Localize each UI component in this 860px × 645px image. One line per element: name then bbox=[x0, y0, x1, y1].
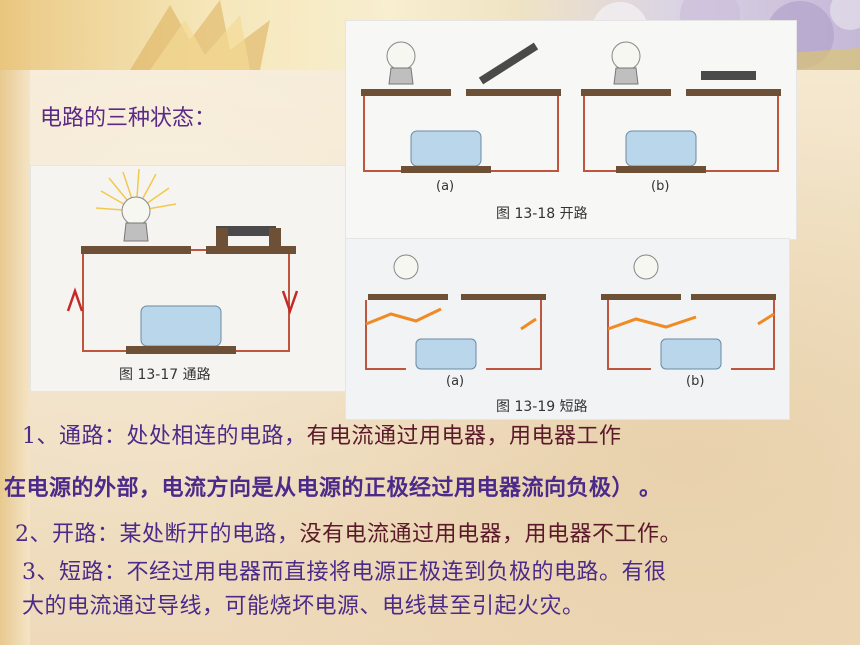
figure-caption-13-17: 图 13-17 通路 bbox=[119, 367, 211, 383]
short-circuit-a bbox=[365, 254, 546, 370]
closed-circuit-diagram bbox=[66, 168, 299, 354]
current-up-arrow bbox=[66, 287, 84, 312]
fire-icon bbox=[607, 312, 775, 331]
short-circuit-b bbox=[601, 254, 776, 370]
closed-circuit-definition: 1、通路：处处相连的电路， bbox=[22, 424, 307, 449]
text-line-short-circuit-1: 3、短路：不经过用电器而直接将电源正极连到负极的电路。有很 bbox=[22, 560, 667, 585]
current-down-arrow bbox=[281, 290, 299, 315]
current-direction-text: 在电源的外部，电流方向是从电源的正极经过用电器流向负极） bbox=[4, 475, 624, 501]
leaf-decoration bbox=[130, 0, 270, 70]
text-line-open-circuit: 2、开路：某处断开的电路，没有电流通过用电器，用电器不工作。 bbox=[15, 516, 682, 548]
sub-label-b: (b) bbox=[651, 179, 670, 194]
open-circuit-a bbox=[361, 41, 561, 173]
wire-left bbox=[82, 254, 126, 352]
text-line-short-circuit-2: 大的电流通过导线，可能烧坏电源、电线甚至引起火灾。 bbox=[22, 594, 585, 619]
wire-right bbox=[236, 254, 290, 352]
short-circuit-diagram bbox=[365, 254, 776, 370]
left-decorative-strip bbox=[0, 0, 30, 645]
open-switch-lever bbox=[478, 42, 539, 85]
fire-icon bbox=[365, 307, 537, 331]
text-line-closed-circuit: 1、通路：处处相连的电路，有电流通过用电器，用电器工作 bbox=[22, 418, 622, 450]
bulb-icon bbox=[121, 196, 151, 242]
open-circuit-effect: 没有电流通过用电器，用电器不工作。 bbox=[299, 522, 683, 547]
figure-caption-13-19: 图 13-19 短路 bbox=[496, 399, 588, 415]
figure-open-circuit: (a) (b) 图 13-18 开路 bbox=[345, 20, 797, 240]
text-line-current-direction: 在电源的外部，电流方向是从电源的正极经过用电器流向负极） 。 bbox=[4, 470, 662, 502]
battery-icon bbox=[126, 305, 236, 354]
sub-label-b: (b) bbox=[686, 374, 705, 389]
switch-icon bbox=[206, 226, 296, 254]
sub-label-a: (a) bbox=[436, 179, 455, 194]
open-circuit-b bbox=[581, 41, 781, 173]
page-heading: 电路的三种状态： bbox=[40, 106, 217, 131]
closed-circuit-effect: 有电流通过用电器，用电器工作 bbox=[306, 424, 622, 449]
open-circuit-diagram bbox=[361, 41, 781, 173]
figure-closed-circuit: 图 13-17 通路 bbox=[30, 165, 352, 392]
bulb-base bbox=[81, 246, 191, 254]
open-circuit-definition: 2、开路：某处断开的电路， bbox=[15, 522, 300, 547]
figure-caption-13-18: 图 13-18 开路 bbox=[496, 206, 588, 222]
figure-short-circuit: (a) (b) 图 13-19 短路 bbox=[345, 238, 790, 420]
current-direction-end: 。 bbox=[639, 475, 662, 501]
sub-label-a: (a) bbox=[446, 374, 465, 389]
